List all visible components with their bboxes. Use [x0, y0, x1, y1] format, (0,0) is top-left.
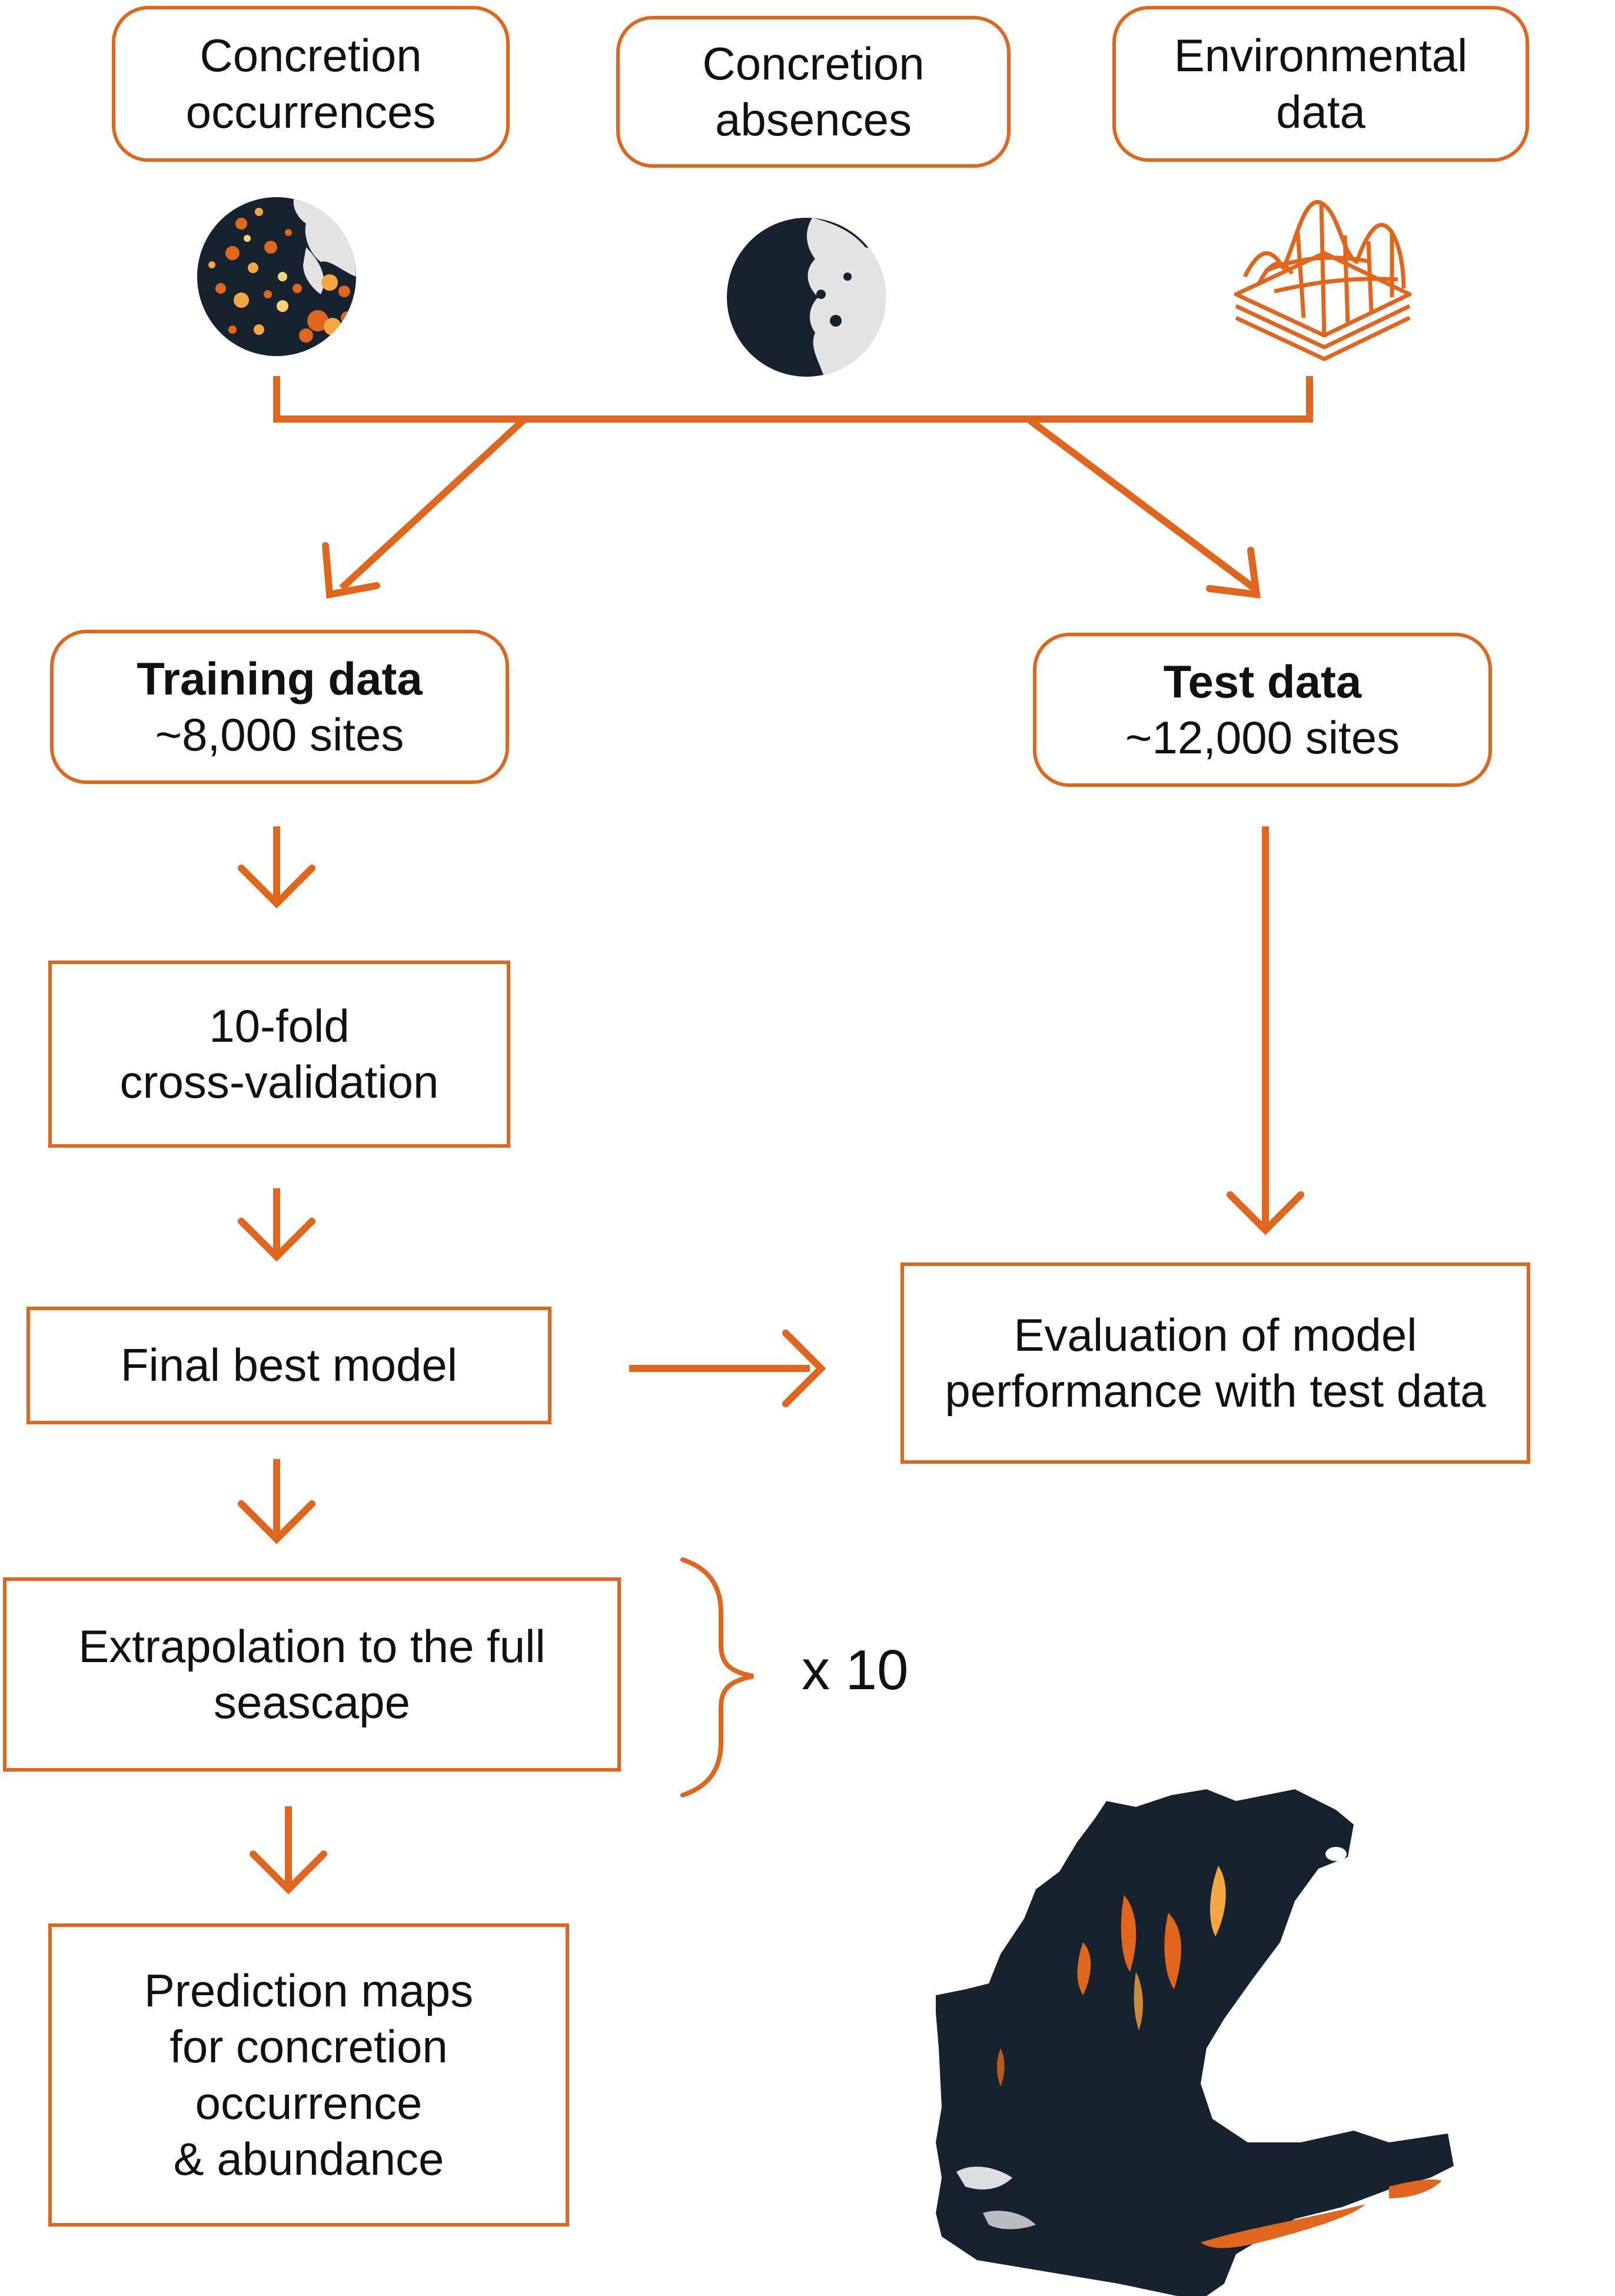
evaluation-line-2: performance with test data: [945, 1365, 1486, 1417]
seascape-prediction-map: [936, 1789, 1454, 2296]
training-count: ~8,000 sites: [155, 709, 404, 760]
environmental-data-box: Environmental data: [1112, 6, 1529, 162]
prediction-line-3: occurrence: [195, 2076, 423, 2129]
absences-line-1: Concretion: [702, 37, 925, 89]
repeat-brace: [680, 1557, 754, 1797]
extrapolation-line-2: seascape: [214, 1676, 410, 1728]
repeat-count-label: x 10: [802, 1639, 909, 1702]
training-title: Training data: [137, 652, 423, 705]
prediction-line-4: & abundance: [173, 2132, 444, 2185]
prediction-maps-box: Prediction maps for concretion occurrenc…: [48, 1923, 569, 2227]
extrapolation-box: Extrapolation to the full seascape: [3, 1577, 621, 1772]
final-model-label: Final best model: [120, 1339, 458, 1391]
environmental-layers-icon: [1234, 200, 1412, 361]
environmental-line-1: Environmental: [1174, 29, 1468, 82]
prediction-line-2: for concretion: [170, 2021, 448, 2073]
arrowhead-to-final-model: [238, 1218, 315, 1262]
arrowhead-to-prediction: [250, 1850, 327, 1895]
arrowhead-to-evaluation-from-test: [1227, 1191, 1304, 1235]
test-data-box: Test data ~12,000 sites: [1033, 633, 1492, 787]
cross-validation-line-1: 10-fold: [209, 999, 350, 1052]
evaluation-line-1: Evaluation of model: [1013, 1308, 1417, 1361]
cross-validation-box: 10-fold cross-validation: [48, 961, 510, 1148]
environmental-line-2: data: [1276, 85, 1365, 138]
training-data-box: Training data ~8,000 sites: [50, 630, 509, 784]
occurrences-line-1: Concretion: [200, 29, 422, 82]
final-best-model-box: Final best model: [26, 1307, 551, 1424]
arrowhead-to-cross-validation: [238, 865, 315, 909]
occurrence-map-icon: [197, 197, 356, 356]
absences-line-2: absences: [715, 94, 912, 145]
occurrences-line-2: occurrences: [185, 85, 436, 138]
arrowhead-to-test: [1206, 547, 1261, 599]
absence-map-icon: [727, 218, 886, 377]
test-title: Test data: [1163, 655, 1362, 707]
connectors: [273, 376, 1313, 1884]
cross-validation-line-2: cross-validation: [119, 1056, 439, 1108]
arrowheads: [238, 542, 1304, 1895]
test-count: ~12,000 sites: [1125, 712, 1400, 763]
concretion-occurrences-box: Concretion occurrences: [112, 6, 510, 162]
concretion-absences-box: Concretion absences: [616, 16, 1011, 168]
extrapolation-line-1: Extrapolation to the full: [78, 1620, 546, 1672]
prediction-line-1: Prediction maps: [144, 1965, 474, 2017]
arrowhead-to-extrapolation: [238, 1500, 315, 1544]
arrowhead-to-training: [322, 542, 380, 599]
arrowhead-to-evaluation: [782, 1330, 826, 1407]
evaluation-box: Evaluation of model performance with tes…: [900, 1262, 1530, 1464]
